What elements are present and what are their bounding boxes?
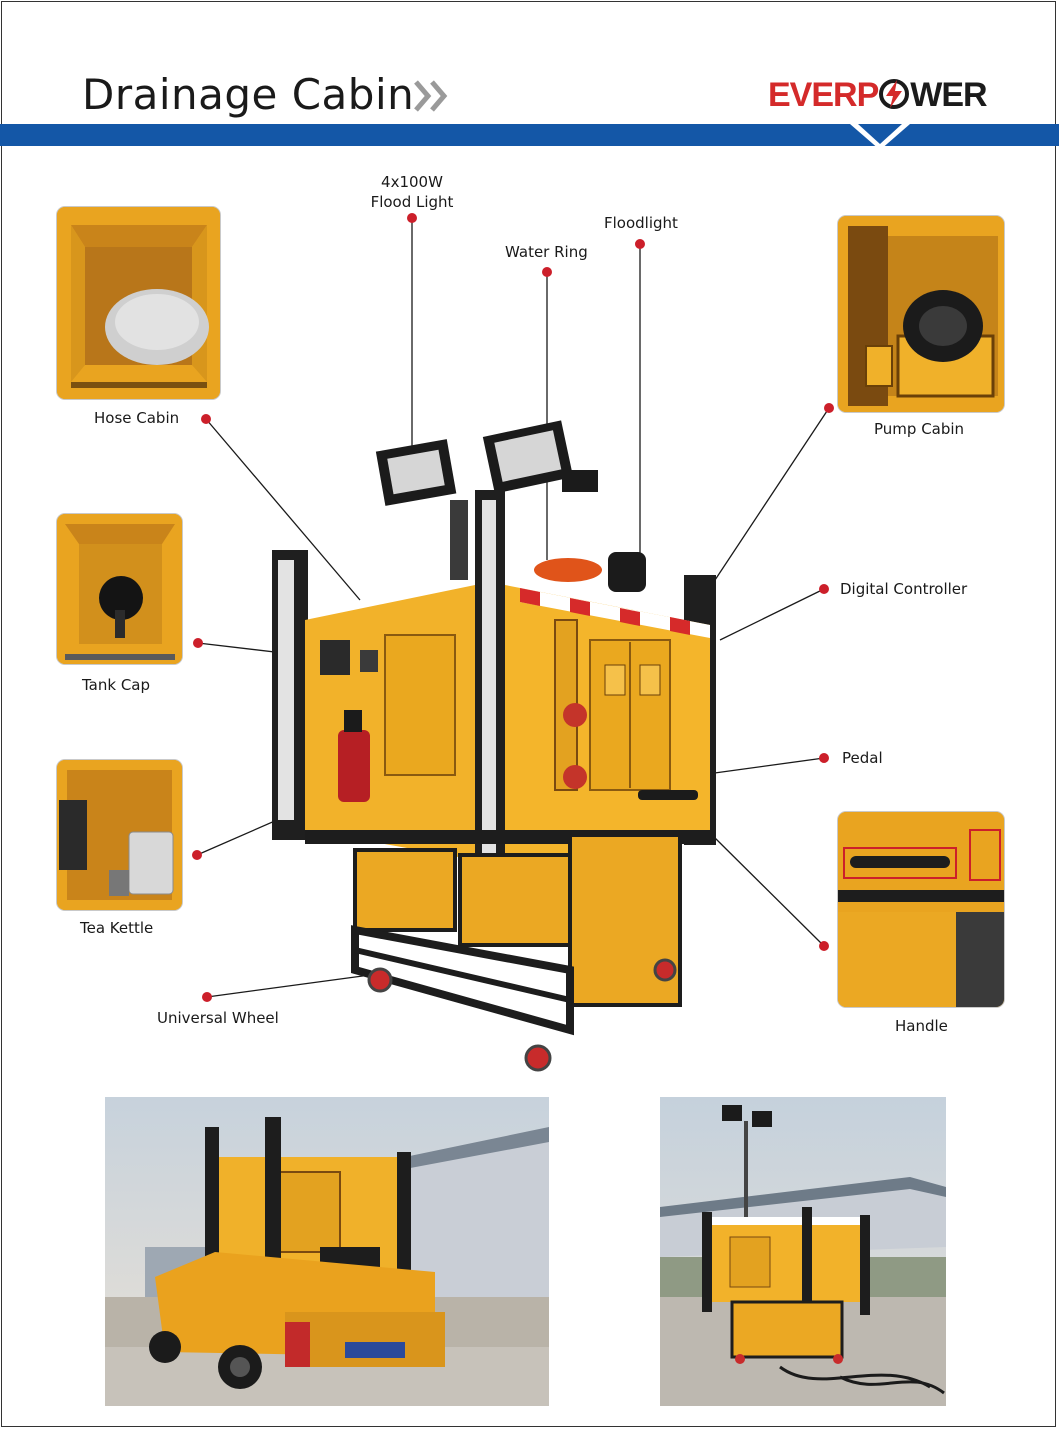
label-hose-cabin: Hose Cabin bbox=[94, 409, 180, 427]
drainage-cabin-main-image bbox=[270, 410, 730, 1080]
label-digital-controller: Digital Controller bbox=[840, 580, 968, 598]
label-flood-light-line2: Flood Light bbox=[370, 193, 454, 211]
label-pedal: Pedal bbox=[842, 749, 883, 767]
label-tank-cap: Tank Cap bbox=[82, 676, 151, 694]
logo-text-right: WER bbox=[910, 76, 987, 114]
page-title: Drainage Cabin bbox=[82, 70, 415, 119]
handle-photo bbox=[838, 812, 1004, 1007]
label-flood-light-line1: 4x100W bbox=[381, 173, 443, 191]
pickup-truck-photo bbox=[105, 1097, 549, 1406]
header-band bbox=[0, 124, 1059, 146]
label-floodlight: Floodlight bbox=[604, 214, 678, 232]
header-notch bbox=[850, 124, 910, 152]
lightning-icon bbox=[878, 78, 910, 110]
label-water-ring: Water Ring bbox=[505, 243, 588, 261]
standalone-cabin-photo bbox=[660, 1097, 946, 1406]
tea-kettle-photo bbox=[57, 760, 182, 910]
label-tea-kettle: Tea Kettle bbox=[80, 919, 154, 937]
label-pump-cabin: Pump Cabin bbox=[874, 420, 965, 438]
callout-lines bbox=[192, 213, 834, 1002]
everpower-logo: EVERP WER bbox=[768, 76, 988, 115]
tank-cap-photo bbox=[57, 514, 182, 664]
label-universal-wheel: Universal Wheel bbox=[157, 1009, 279, 1027]
label-handle: Handle bbox=[895, 1017, 948, 1035]
logo-text-left: EVERP bbox=[768, 76, 879, 114]
hose-cabin-photo bbox=[57, 207, 220, 399]
label-flood-light: 4x100W Flood Light bbox=[360, 172, 464, 212]
double-chevron-icon bbox=[412, 78, 452, 114]
pump-cabin-photo bbox=[838, 216, 1004, 412]
